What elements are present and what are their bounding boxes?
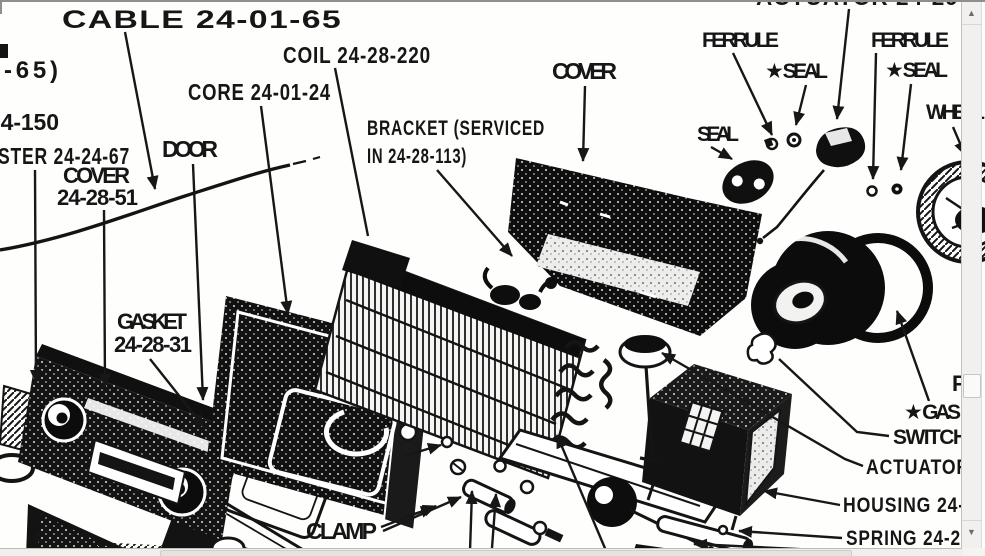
label-clamp-1: CLAMP bbox=[306, 518, 378, 544]
ferrule-seal-bits-right bbox=[866, 183, 903, 197]
housing-part bbox=[634, 364, 792, 556]
scroll-up-button[interactable]: ▲ bbox=[962, 2, 981, 25]
leader-actuator-top bbox=[832, 8, 851, 120]
seal-part bbox=[722, 160, 774, 204]
leader-door bbox=[191, 163, 209, 401]
label-clipped-ster: STER 24-24-67 bbox=[0, 143, 130, 169]
clip-part bbox=[746, 332, 777, 365]
label-housing-right: HOUSING 24- bbox=[843, 494, 965, 517]
leader-ferrule-right bbox=[867, 52, 880, 180]
leader-actuator-right bbox=[661, 351, 864, 468]
scroll-down-button[interactable]: ▼ bbox=[962, 520, 981, 543]
label-seal-star-left: ★ SEAL bbox=[765, 60, 829, 83]
label-clipped-65: -65) bbox=[4, 57, 59, 84]
leader-cover-top bbox=[577, 85, 590, 162]
control-panel-part bbox=[18, 344, 246, 540]
ferrule-seal-bits-left bbox=[764, 132, 802, 151]
leader-cover-left bbox=[98, 209, 111, 388]
label-clipped-24-150: 24-150 bbox=[0, 109, 60, 135]
label-ferrule-left: FERRULE bbox=[702, 29, 780, 52]
label-cover-top: COVER bbox=[552, 58, 618, 84]
actuator-cap-part bbox=[756, 127, 866, 245]
housing-grid-window bbox=[678, 400, 725, 454]
label-actuator-top-clipped: ACTUATOR 24-29-1 bbox=[756, 0, 981, 10]
label-spring-right: SPRING 24-28- bbox=[846, 527, 978, 550]
label-switch-right: SWITCH bbox=[893, 426, 969, 449]
label-gas-right-clipped: ★ GAS bbox=[904, 401, 962, 424]
leader-cable bbox=[123, 31, 159, 190]
label-ferrule-right: FERRULE bbox=[871, 29, 950, 52]
leader-switch bbox=[778, 358, 890, 438]
label-cover-left-1: COVER bbox=[63, 163, 131, 188]
vertical-scrollbar[interactable]: ▲ ▼ bbox=[961, 2, 982, 549]
label-seal-left: SEAL bbox=[697, 123, 740, 146]
leader-seal-star-right bbox=[896, 83, 913, 171]
leader-tray bbox=[555, 434, 609, 554]
leader-ferrule-left bbox=[731, 52, 774, 136]
label-gasket-2: 24-28-31 bbox=[114, 332, 193, 357]
label-gasket-1: GASKET bbox=[117, 309, 188, 334]
label-cover-left-2: 24-28-51 bbox=[57, 185, 139, 210]
leader-spring-1 bbox=[738, 525, 843, 540]
leader-clamp-d bbox=[489, 493, 502, 549]
leader-bracket bbox=[436, 169, 513, 257]
label-seal-star-right: ★ SEAL bbox=[885, 59, 949, 82]
cover-part bbox=[508, 158, 762, 336]
leader-ster bbox=[29, 169, 42, 384]
vertical-scrollbar-thumb[interactable] bbox=[963, 374, 981, 398]
leader-gasket bbox=[149, 358, 205, 428]
window-top-border bbox=[0, 0, 985, 2]
label-actuator-right: ACTUATOR bbox=[866, 456, 970, 479]
leader-housing bbox=[763, 487, 841, 507]
leader-gas bbox=[895, 310, 931, 402]
leader-clamp-e bbox=[406, 505, 435, 518]
leader-lines bbox=[29, 8, 967, 554]
label-bracket-1: BRACKET (SERVICED bbox=[367, 117, 545, 140]
leader-clamp-f bbox=[403, 442, 442, 458]
label-bracket-2: IN 24-28-113) bbox=[367, 145, 467, 168]
label-cable: CABLE 24-01-65 bbox=[62, 6, 342, 34]
coil-part bbox=[313, 240, 728, 524]
leader-clamp-c bbox=[465, 490, 478, 552]
label-coil: COIL 24-28-220 bbox=[283, 42, 431, 68]
horizontal-scrollbar[interactable] bbox=[0, 548, 985, 556]
leader-seal-star-left bbox=[793, 84, 808, 126]
blower-motor-part bbox=[751, 231, 933, 349]
label-core: CORE 24-01-24 bbox=[188, 79, 331, 105]
leader-seal-left bbox=[710, 145, 733, 161]
leader-coil bbox=[333, 67, 370, 237]
window-left-border bbox=[0, 0, 2, 14]
leader-core bbox=[259, 105, 293, 315]
vacuum-dome-part bbox=[618, 335, 672, 464]
label-door: DOOR bbox=[162, 136, 219, 162]
horizontal-scrollbar-thumb[interactable] bbox=[160, 550, 852, 556]
cable-part bbox=[0, 155, 321, 252]
scrollbar-corner bbox=[963, 548, 985, 556]
